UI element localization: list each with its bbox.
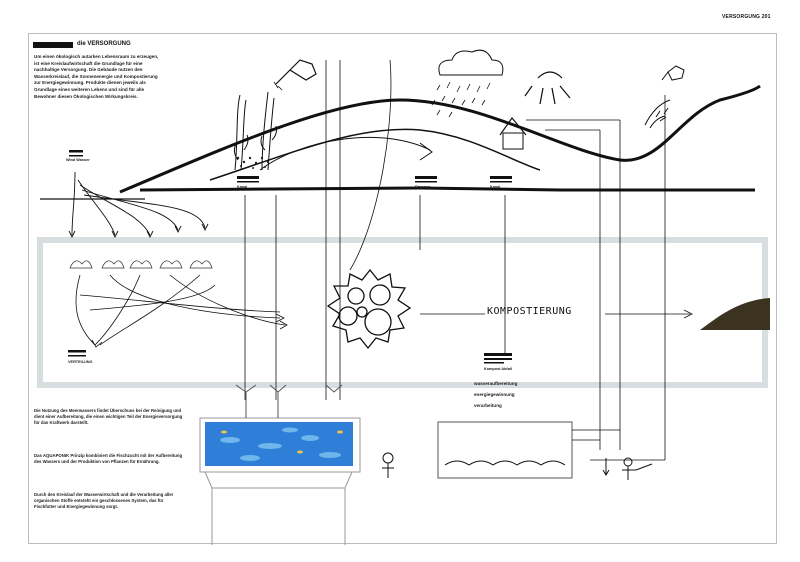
aquaponic-tank <box>199 417 361 545</box>
kompost-label: KOMPOSTIERUNG <box>487 306 572 317</box>
process-label-3: verarbeitung <box>474 403 502 408</box>
bottom-paragraph-3: Durch den Kreislauf der Wasserwirtschaft… <box>34 492 174 510</box>
watering-can-icon <box>273 59 317 91</box>
soil-pile <box>700 298 770 330</box>
person-icon <box>382 452 394 478</box>
left-marker-label: Wind Wasser <box>66 158 90 162</box>
ground-marker-2: Brunnen <box>415 185 431 189</box>
bottom-paragraph-2: Das AQUAPONIK Prinzip kombiniert die Fis… <box>34 453 183 465</box>
group-label: VERTEILUNG <box>68 360 93 364</box>
title-bar <box>33 42 73 48</box>
ground-marker-1: Kanal <box>237 185 248 189</box>
band-plants <box>69 260 213 269</box>
crossing-arrows <box>75 274 288 348</box>
roots <box>236 156 270 169</box>
sun-icon <box>524 71 571 105</box>
worker-icon <box>602 457 653 480</box>
page-title: die VERSORGUNG <box>77 41 131 47</box>
ground-line <box>139 186 755 192</box>
arrow-curve <box>259 136 431 171</box>
hill-inner <box>209 128 541 181</box>
rain-cloud-icon <box>431 49 504 118</box>
process-label-2: energiegewinnung <box>474 392 515 397</box>
house-icon <box>499 117 527 150</box>
kompost-box-label: Kompost Abfall <box>484 367 512 371</box>
page-frame <box>28 33 777 544</box>
hill-outer <box>119 84 761 194</box>
arrow-head <box>419 142 433 161</box>
bottom-paragraph-1: Die Nutzung des Meerwassers findet Übers… <box>34 408 183 426</box>
process-label-1: wasseraufbereitung <box>474 381 518 386</box>
right-plants-icon <box>644 99 671 129</box>
small-can-icon <box>661 65 685 81</box>
page-label: VERSORGUNG 201 <box>722 14 771 20</box>
intro-paragraph: Um einen ökologisch autarken Lebensraum … <box>34 54 159 99</box>
processing-box <box>437 421 573 479</box>
compost-sphere-icon <box>326 268 412 350</box>
ground-marker-3: Kanal <box>490 185 501 189</box>
funnels <box>235 384 343 418</box>
flow-arrows-left <box>68 171 209 239</box>
ground-markers <box>69 150 512 183</box>
